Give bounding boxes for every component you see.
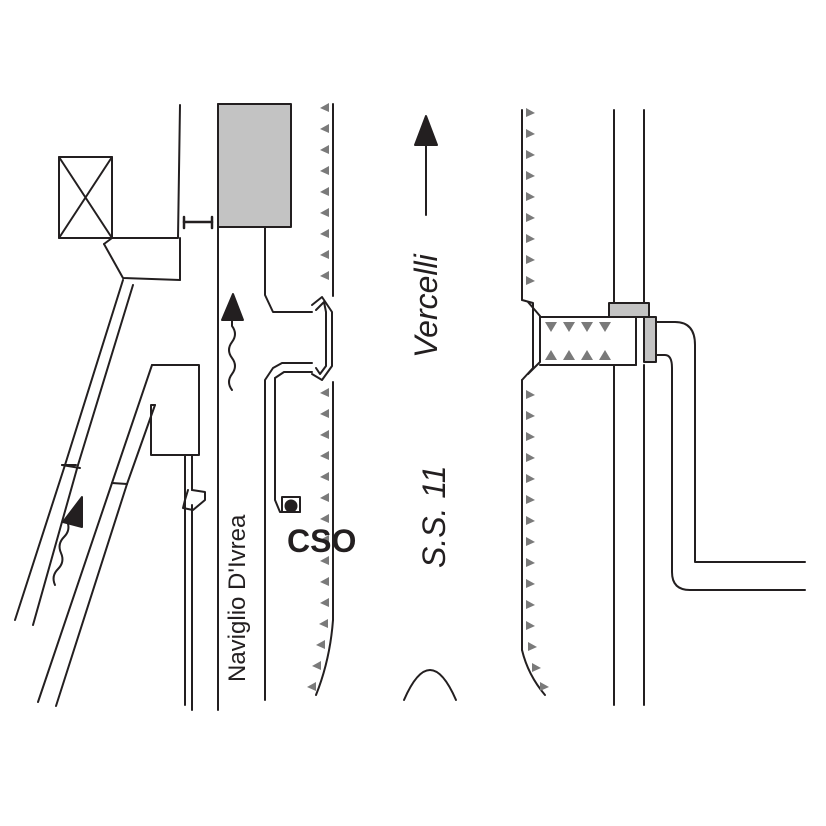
gray-building	[217, 103, 292, 228]
crossed-building	[58, 156, 113, 239]
small-structure	[150, 364, 206, 711]
canal-connection	[264, 227, 313, 701]
flow-arrow-icon	[52, 496, 83, 586]
sluice-gate-icon	[182, 215, 214, 230]
outfall-point-icon	[284, 499, 298, 513]
road-label: S.S. 11	[416, 465, 452, 568]
left-bank-gate	[311, 296, 333, 381]
culvert-teeth	[545, 322, 611, 360]
canal-label: Naviglio D'Ivrea	[224, 514, 251, 682]
road-left-edge	[315, 103, 334, 696]
junction-structure	[103, 104, 181, 281]
road-right-edge	[521, 109, 546, 696]
direction-label: Vercelli	[408, 253, 444, 358]
left-bank-teeth	[307, 103, 329, 691]
diagonal-channels	[14, 279, 156, 707]
flow-arrow-icon	[221, 293, 244, 391]
direction-arrow-icon	[414, 115, 438, 216]
cso-label: CSO	[287, 523, 356, 559]
right-bank-teeth	[526, 108, 549, 691]
road-island-arch	[403, 669, 457, 701]
outflow-pipe	[655, 321, 806, 591]
gray-gate-blocks	[608, 302, 657, 363]
right-channel	[613, 109, 645, 706]
